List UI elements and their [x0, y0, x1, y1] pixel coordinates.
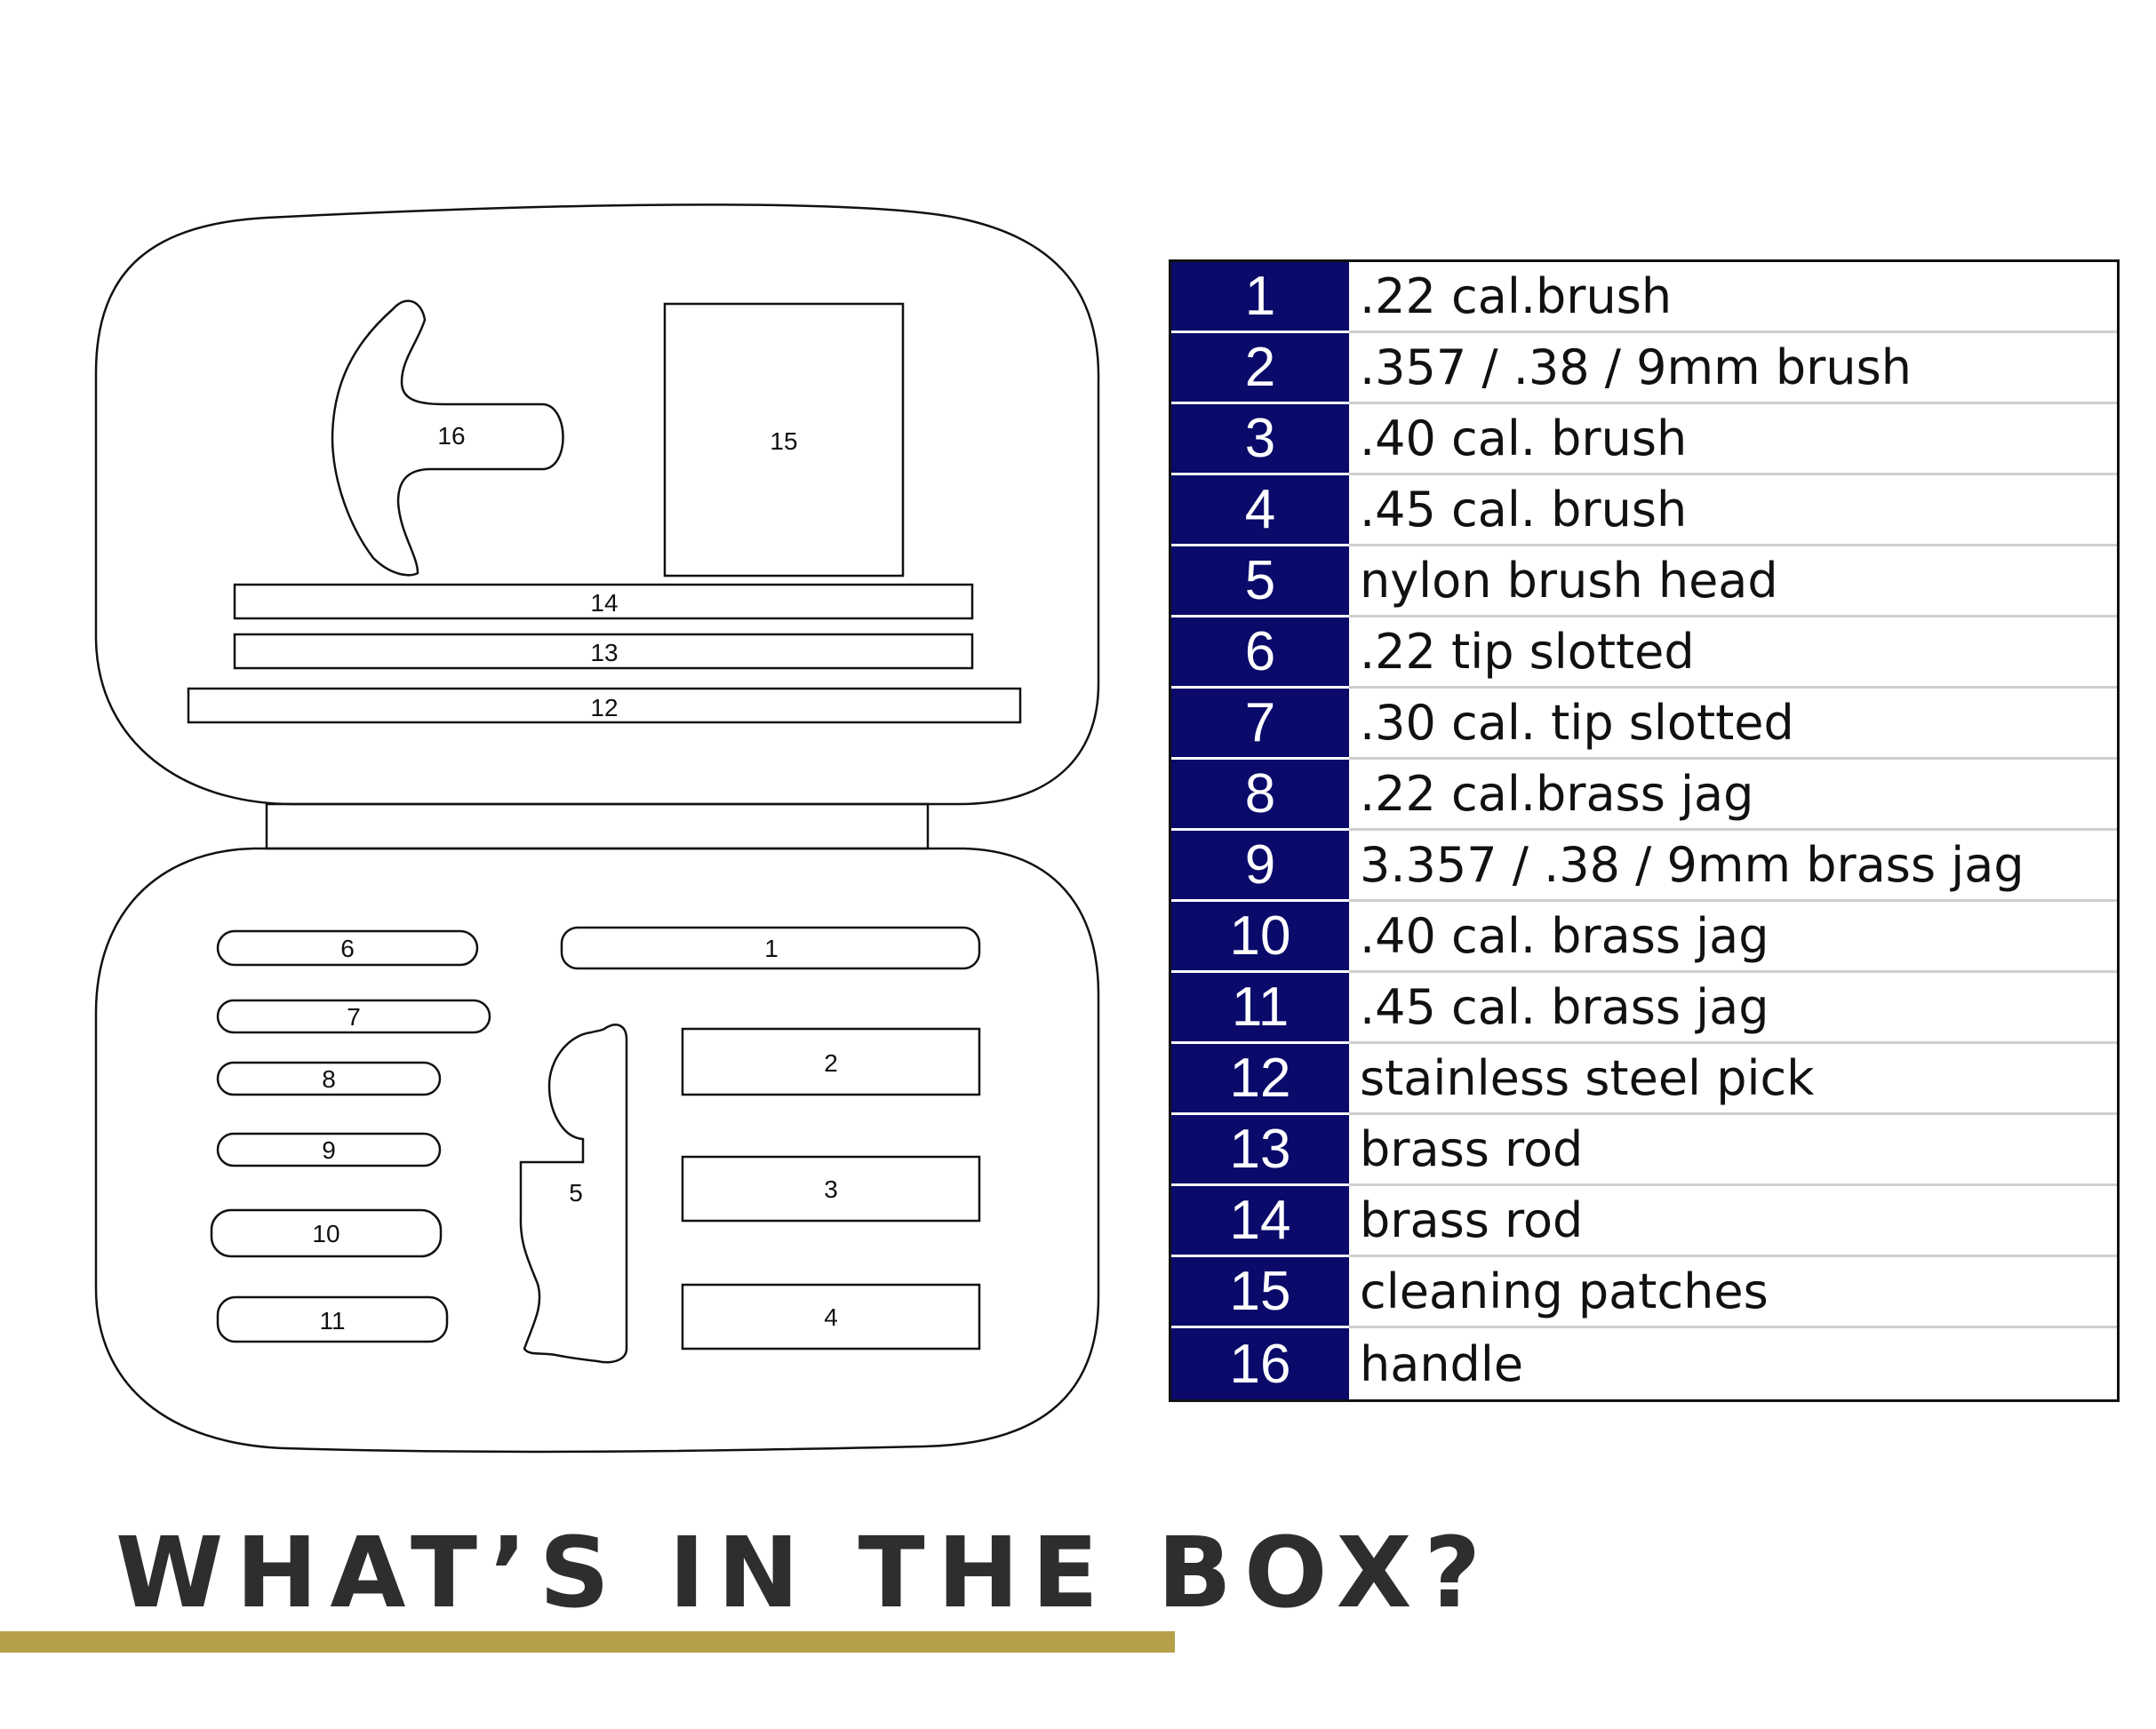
- legend-label: 3.357 / .38 / 9mm brass jag: [1349, 831, 2117, 902]
- case-top-outline: [94, 203, 1100, 806]
- legend-row: 8.22 cal.brass jag: [1171, 760, 2117, 831]
- legend-number: 10: [1171, 902, 1349, 973]
- legend-number: 11: [1171, 973, 1349, 1044]
- slot-1-brush: [560, 926, 981, 970]
- legend-number: 3: [1171, 404, 1349, 475]
- legend-label: .22 tip slotted: [1349, 618, 2117, 689]
- legend-label: stainless steel pick: [1349, 1044, 2117, 1115]
- slot-14-rod: [233, 583, 974, 620]
- legend-number: 16: [1171, 1328, 1349, 1399]
- title-underline: [0, 1631, 1175, 1653]
- callout-7: 7: [347, 1003, 361, 1031]
- legend-label: cleaning patches: [1349, 1257, 2117, 1328]
- legend-row: 10.40 cal. brass jag: [1171, 902, 2117, 973]
- legend-label: .22 cal.brush: [1349, 262, 2117, 333]
- slot-16-handle: [331, 299, 564, 577]
- legend-number: 12: [1171, 1044, 1349, 1115]
- legend-row: 1.22 cal.brush: [1171, 262, 2117, 333]
- legend-number: 1: [1171, 262, 1349, 333]
- slot-11-jag: [216, 1295, 449, 1343]
- legend-row: 7.30 cal. tip slotted: [1171, 689, 2117, 760]
- legend-label: nylon brush head: [1349, 546, 2117, 618]
- slot-12-pick: [187, 687, 1022, 724]
- legend-row: 3.40 cal. brush: [1171, 404, 2117, 475]
- callout-11: 11: [319, 1307, 345, 1335]
- legend-number: 7: [1171, 689, 1349, 760]
- callout-13: 13: [590, 639, 618, 666]
- slot-9-jag: [216, 1132, 442, 1167]
- legend-label: .40 cal. brass jag: [1349, 902, 2117, 973]
- callout-9: 9: [322, 1136, 336, 1164]
- legend-label: brass rod: [1349, 1115, 2117, 1186]
- slot-10-jag: [210, 1208, 443, 1258]
- callout-16: 16: [437, 422, 465, 450]
- legend-label: .22 cal.brass jag: [1349, 760, 2117, 831]
- slot-2-brush: [681, 1027, 981, 1096]
- legend-label: .45 cal. brush: [1349, 475, 2117, 546]
- legend-row: 4.45 cal. brush: [1171, 475, 2117, 546]
- slot-15-patches: [663, 302, 905, 578]
- callout-6: 6: [340, 935, 355, 962]
- legend-label: .30 cal. tip slotted: [1349, 689, 2117, 760]
- legend-label: brass rod: [1349, 1186, 2117, 1257]
- case-bottom-outline: [94, 847, 1100, 1454]
- slot-6-tip: [216, 929, 479, 967]
- slot-7-tip: [216, 999, 491, 1034]
- legend-number: 6: [1171, 618, 1349, 689]
- legend-label: .40 cal. brush: [1349, 404, 2117, 475]
- legend-number: 15: [1171, 1257, 1349, 1328]
- legend-number: 9: [1171, 831, 1349, 902]
- slot-5-brush-head: [519, 1024, 628, 1364]
- callout-1: 1: [764, 935, 779, 962]
- callout-12: 12: [590, 694, 618, 721]
- legend-label: handle: [1360, 1335, 1524, 1392]
- legend-label: .45 cal. brass jag: [1349, 973, 2117, 1044]
- callout-5: 5: [569, 1179, 583, 1207]
- slot-8-jag: [216, 1061, 442, 1096]
- callout-14: 14: [590, 589, 618, 617]
- legend-row: 2.357 / .38 / 9mm brush: [1171, 333, 2117, 404]
- legend-label: .357 / .38 / 9mm brush: [1349, 333, 2117, 404]
- case-hinge: [265, 802, 930, 850]
- legend-number: 5: [1171, 546, 1349, 618]
- legend-number: 4: [1171, 475, 1349, 546]
- callout-8: 8: [322, 1065, 336, 1093]
- callout-10: 10: [312, 1220, 339, 1247]
- page-title: WHAT’S IN THE BOX?: [116, 1516, 1494, 1629]
- slot-4-brush: [681, 1283, 981, 1351]
- legend-row: 11.45 cal. brass jag: [1171, 973, 2117, 1044]
- callout-3: 3: [824, 1175, 838, 1203]
- callout-4: 4: [824, 1303, 838, 1331]
- callout-15: 15: [770, 427, 797, 455]
- slot-3-brush: [681, 1155, 981, 1223]
- legend-number: 14: [1171, 1186, 1349, 1257]
- slot-13-rod: [233, 633, 974, 670]
- legend-number: 2: [1171, 333, 1349, 404]
- legend-number: 8: [1171, 760, 1349, 831]
- legend-row: 6.22 tip slotted: [1171, 618, 2117, 689]
- callout-2: 2: [824, 1049, 838, 1077]
- legend-number: 13: [1171, 1115, 1349, 1186]
